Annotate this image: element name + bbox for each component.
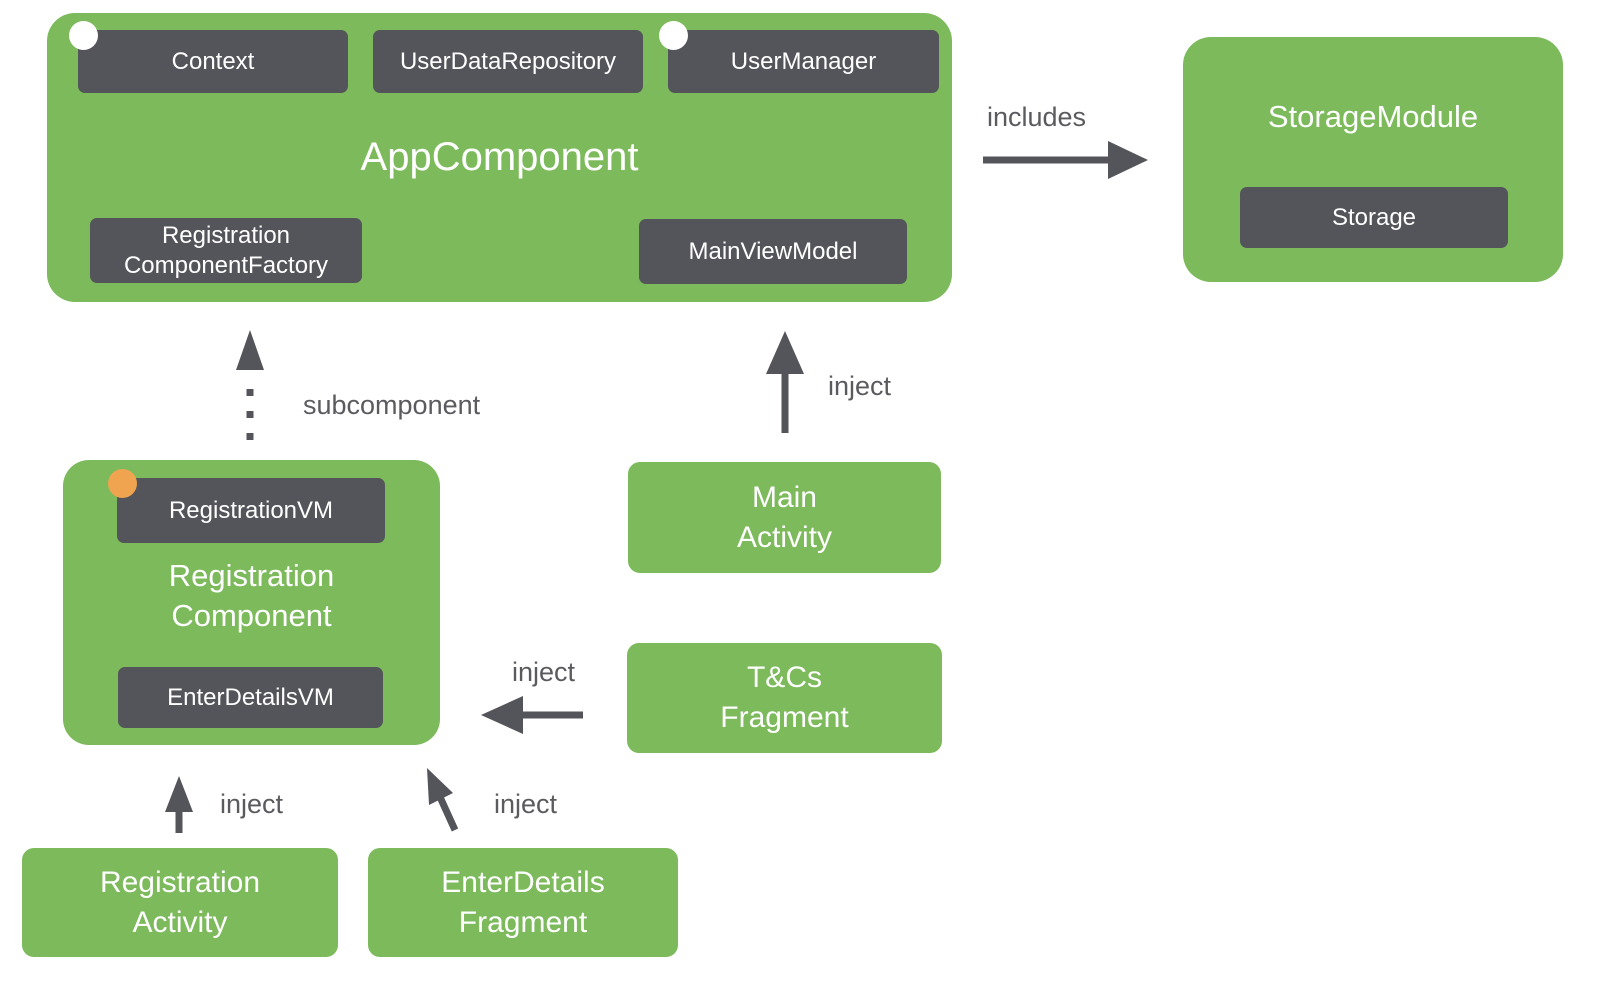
- registration-vm-chip: RegistrationVM: [108, 469, 385, 543]
- activity-scope-badge: [108, 469, 137, 498]
- registration-vm-chip-label: RegistrationVM: [168, 496, 334, 524]
- inject-registration-activity-label: inject: [220, 789, 284, 819]
- singleton-scope-badge: [659, 21, 688, 50]
- inject-enter-details-arrow: [427, 768, 459, 832]
- includes-label: includes: [987, 102, 1087, 132]
- enter-details-vm-chip-label: EnterDetailsVM: [167, 683, 334, 711]
- context-chip-label: Context: [171, 47, 255, 75]
- user-data-repository-chip: UserDataRepository: [373, 30, 643, 93]
- inject-tcs-fragment-arrow: [481, 696, 583, 734]
- enter-details-fragment-node: EnterDetails Fragment: [368, 848, 678, 957]
- enter-details-fragment-node-label: EnterDetails Fragment: [441, 865, 605, 939]
- inject-enter-details-label: inject: [494, 789, 558, 819]
- registration-activity-node: Registration Activity: [22, 848, 338, 957]
- user-manager-chip: UserManager: [659, 21, 939, 93]
- app-component-panel: AppComponent Context UserDataRepository …: [47, 13, 952, 302]
- storage-chip-label: Storage: [1331, 203, 1417, 231]
- registration-component-title: Registration Component: [168, 558, 335, 634]
- includes-arrow: [983, 141, 1148, 179]
- inject-tcs-fragment-label: inject: [512, 657, 576, 687]
- singleton-scope-badge: [69, 21, 98, 50]
- registration-component-factory-chip: Registration ComponentFactory: [90, 218, 362, 283]
- registration-activity-node-label: Registration Activity: [99, 865, 261, 939]
- user-manager-chip-label: UserManager: [730, 47, 877, 75]
- tcs-fragment-node: T&Cs Fragment: [627, 643, 942, 753]
- subcomponent-arrow: [236, 330, 264, 440]
- inject-registration-activity-arrow: [165, 776, 193, 833]
- main-view-model-chip: MainViewModel: [639, 219, 907, 284]
- inject-main-activity-label: inject: [828, 371, 892, 401]
- storage-module-panel: StorageModule Storage: [1183, 37, 1563, 282]
- user-data-repository-chip-label: UserDataRepository: [399, 47, 617, 75]
- app-component-title: AppComponent: [360, 135, 639, 179]
- storage-module-title: StorageModule: [1267, 99, 1479, 134]
- registration-component-factory-chip-label: Registration ComponentFactory: [123, 221, 329, 279]
- subcomponent-label: subcomponent: [303, 390, 481, 420]
- tcs-fragment-node-label: T&Cs Fragment: [720, 661, 849, 734]
- inject-main-activity-arrow: [766, 331, 804, 433]
- registration-component-panel: RegistrationVM Registration Component En…: [63, 460, 440, 745]
- storage-chip: Storage: [1240, 187, 1508, 248]
- main-activity-node-label: Main Activity: [736, 480, 832, 554]
- main-activity-node: Main Activity: [628, 462, 941, 573]
- main-view-model-chip-label: MainViewModel: [688, 237, 858, 265]
- enter-details-vm-chip: EnterDetailsVM: [118, 667, 383, 728]
- context-chip: Context: [69, 21, 348, 93]
